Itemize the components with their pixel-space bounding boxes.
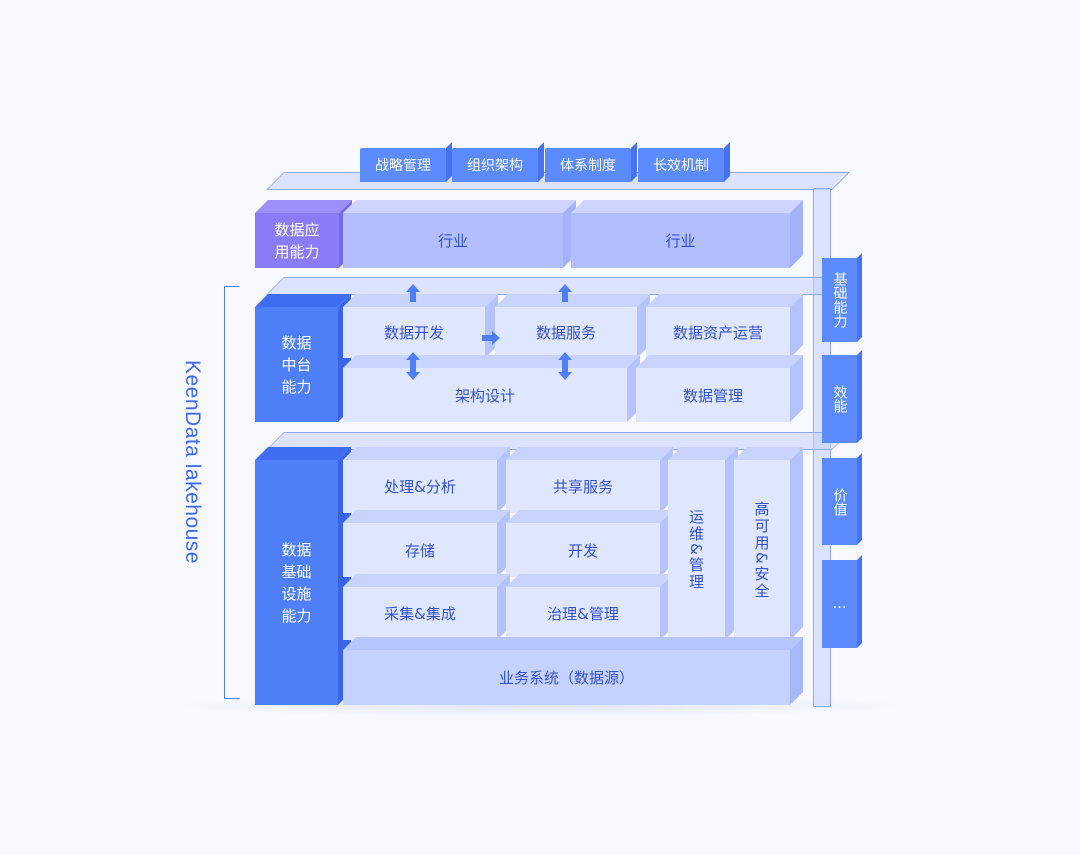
arrow-updown-icon [406, 352, 420, 380]
tag-strategy: 战略管理 [360, 148, 446, 182]
business-systems-box: 业务系统（数据源） [343, 650, 790, 705]
middle-layer-title: 数据中台能力 [255, 307, 338, 422]
infra-layer-title: 数据基础设施能力 [255, 460, 338, 705]
shared-service-box: 共享服务 [506, 460, 660, 513]
lakehouse-label: KeenData lakehouse [181, 360, 204, 564]
data-service-box: 数据服务 [495, 307, 637, 358]
right-tag-efficiency: 效能 [822, 355, 857, 443]
lakehouse-bracket [224, 286, 239, 699]
tag-mechanism: 长效机制 [638, 148, 724, 182]
data-asset-ops-box: 数据资产运营 [646, 307, 790, 358]
data-management-box: 数据管理 [636, 368, 790, 422]
right-tag-value: 价值 [822, 458, 857, 545]
industry-box-2: 行业 [571, 213, 790, 268]
arrow-up-icon [558, 284, 572, 302]
ops-management-box: 运维&管理 [668, 460, 725, 640]
arrow-right-icon [482, 331, 500, 345]
processing-analysis-box: 处理&分析 [343, 460, 497, 513]
architecture-design-box: 架构设计 [343, 368, 627, 422]
development-box: 开发 [506, 523, 660, 577]
right-tag-foundation: 基础能力 [822, 258, 857, 342]
collection-integration-box: 采集&集成 [343, 587, 497, 640]
governance-management-box: 治理&管理 [506, 587, 660, 640]
high-availability-security-box: 高可用&安全 [734, 460, 790, 640]
tag-system: 体系制度 [545, 148, 631, 182]
arrow-updown-icon [558, 352, 572, 380]
storage-box: 存储 [343, 523, 497, 577]
tag-organization: 组织架构 [452, 148, 538, 182]
right-tag-more: … [822, 560, 857, 648]
app-layer-title: 数据应用能力 [255, 213, 339, 268]
industry-box-1: 行业 [343, 213, 563, 268]
data-dev-box: 数据开发 [343, 307, 485, 358]
arrow-up-icon [406, 284, 420, 302]
